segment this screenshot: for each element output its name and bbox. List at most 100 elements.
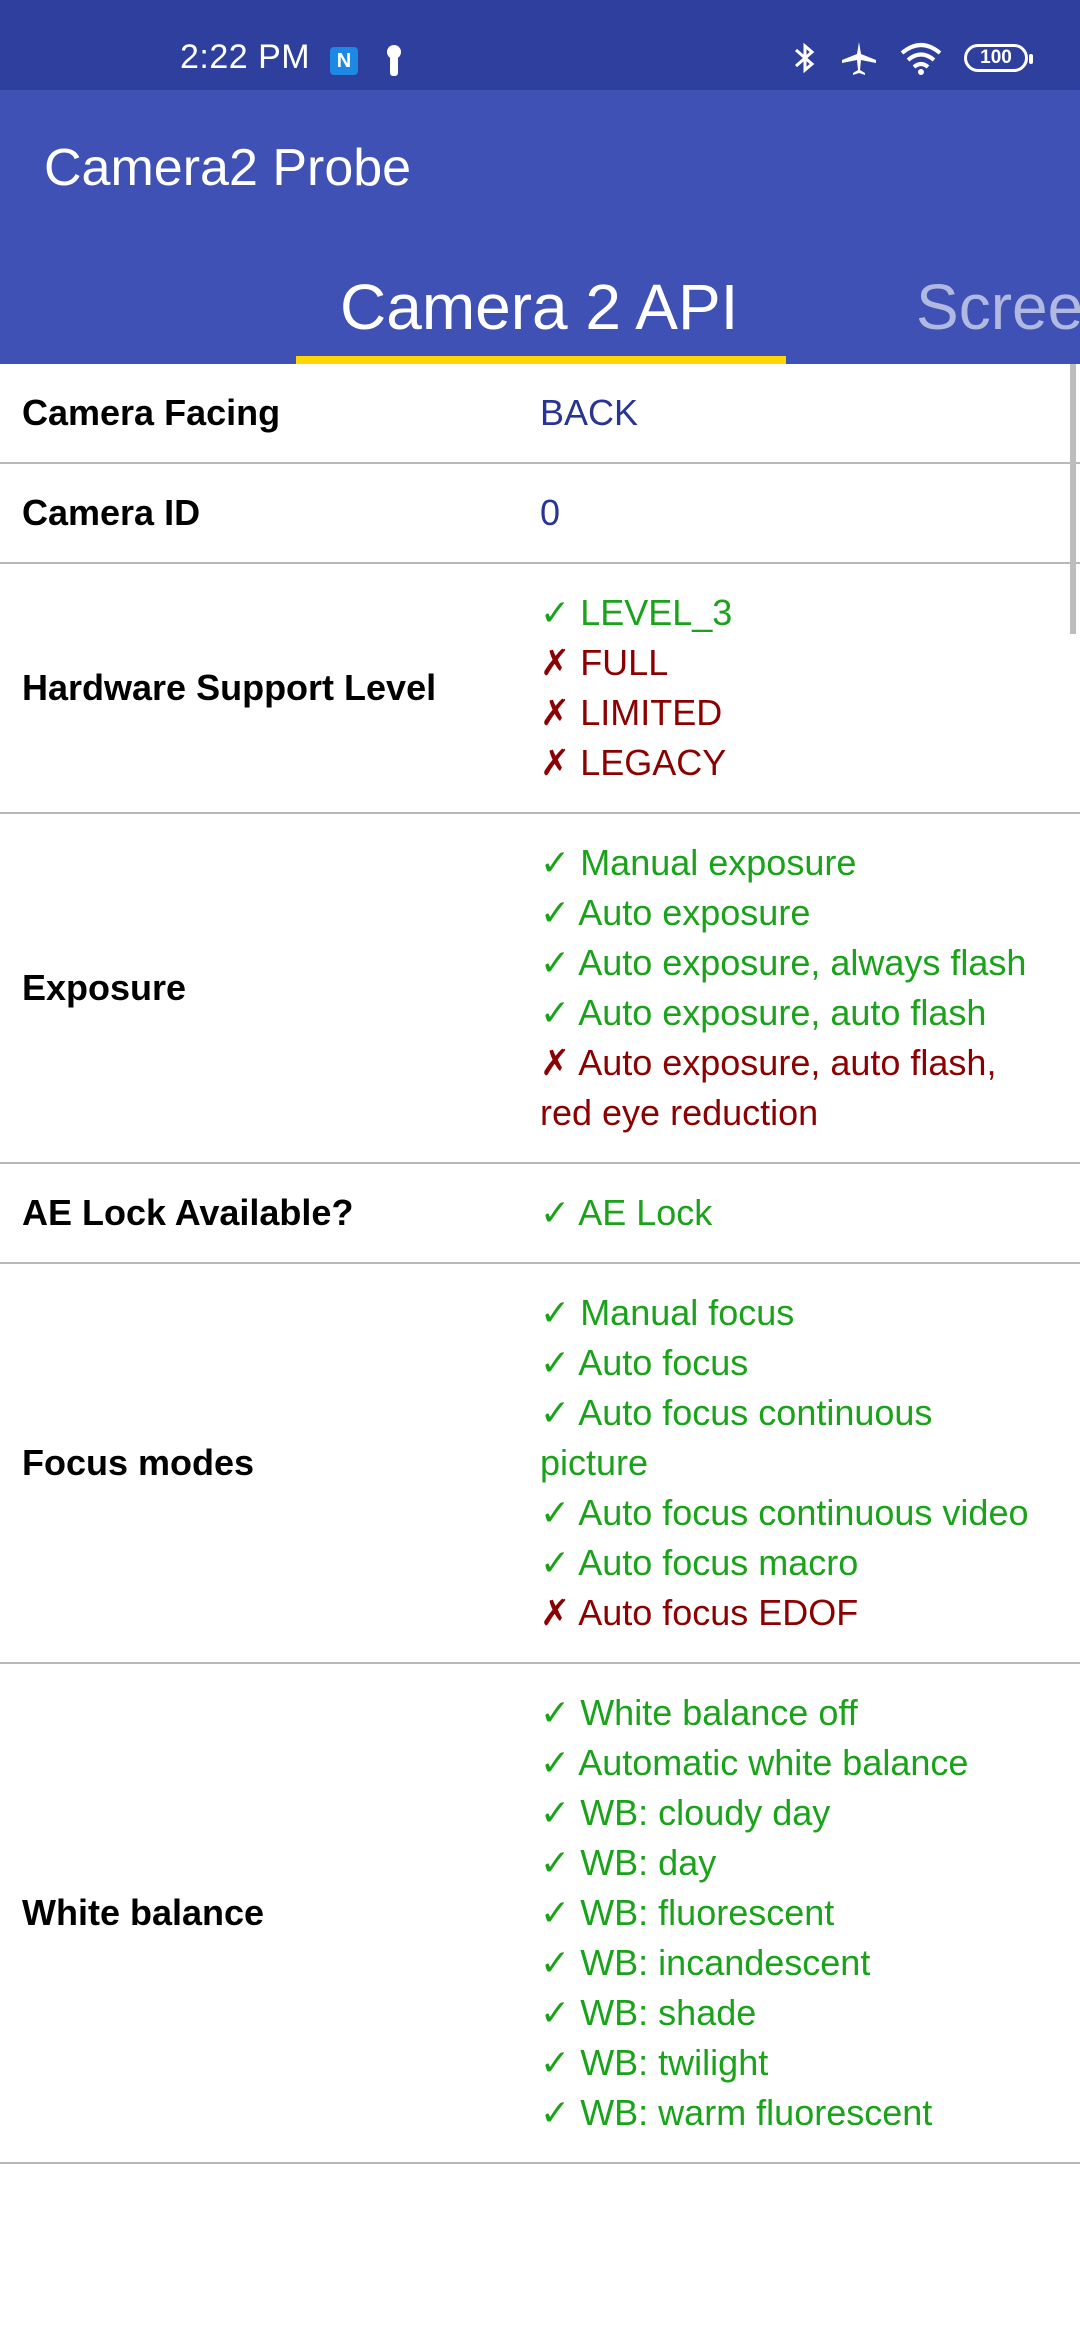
supported-option: ✓ WB: warm fluorescent: [540, 2088, 1060, 2138]
supported-option: ✓ LEVEL_3: [540, 588, 1060, 638]
check-icon: ✓: [540, 942, 571, 983]
unsupported-option: ✗ FULL: [540, 638, 1060, 688]
row-values: ✓ LEVEL_3 ✗ FULL ✗ LIMITED ✗ LEGACY: [540, 588, 1060, 788]
supported-option: ✓ Manual exposure: [540, 838, 1060, 888]
row-exposure: Exposure ✓ Manual exposure ✓ Auto exposu…: [0, 814, 1080, 1164]
supported-option: ✓ Auto exposure: [540, 888, 1060, 938]
option-text: Manual focus: [580, 1292, 795, 1333]
option-text: Auto focus macro: [578, 1542, 859, 1583]
row-label: White balance: [22, 1892, 265, 1933]
supported-option: ✓ Auto focus continuous picture: [540, 1388, 1060, 1488]
cross-icon: ✗: [540, 1592, 571, 1633]
row-label: Exposure: [22, 967, 187, 1008]
supported-option: ✓ WB: twilight: [540, 2038, 1060, 2088]
check-icon: ✓: [540, 1792, 571, 1833]
row-values: ✓ Manual exposure ✓ Auto exposure ✓ Auto…: [540, 838, 1060, 1138]
row-values: ✓ AE Lock: [540, 1188, 1060, 1238]
supported-option: ✓ Auto focus: [540, 1338, 1060, 1388]
tab-indicator: [296, 356, 786, 364]
check-icon: ✓: [540, 1492, 571, 1533]
status-time: 2:22 PM: [180, 38, 311, 76]
scrollbar[interactable]: [1070, 364, 1076, 634]
option-text: Manual exposure: [580, 842, 857, 883]
check-icon: ✓: [540, 992, 571, 1033]
option-text: FULL: [580, 642, 669, 683]
value-text: BACK: [540, 392, 639, 433]
row-camera-id: Camera ID 0: [0, 464, 1080, 564]
row-label: Focus modes: [22, 1442, 255, 1483]
option-text: Auto focus: [578, 1342, 749, 1383]
option-text: White balance off: [580, 1692, 858, 1733]
check-icon: ✓: [540, 592, 571, 633]
option-text: LIMITED: [580, 692, 723, 733]
check-icon: ✓: [540, 1992, 571, 2033]
row-values: ✓ White balance off ✓ Automatic white ba…: [540, 1688, 1060, 2138]
option-text: AE Lock: [578, 1192, 713, 1233]
row-camera-facing: Camera Facing BACK: [0, 364, 1080, 464]
row-values: ✓ Manual focus ✓ Auto focus ✓ Auto focus…: [540, 1288, 1060, 1638]
supported-option: ✓ Automatic white balance: [540, 1738, 1060, 1788]
option-text: Auto focus continuous picture: [540, 1392, 933, 1483]
check-icon: ✓: [540, 892, 571, 933]
tab-bar: Camera 2 API Scree: [0, 242, 1080, 364]
unsupported-option: ✗ Auto exposure, auto flash, red eye red…: [540, 1038, 1060, 1138]
unsupported-option: ✗ Auto focus EDOF: [540, 1588, 1060, 1638]
supported-option: ✓ WB: day: [540, 1838, 1060, 1888]
option-text: Automatic white balance: [578, 1742, 969, 1783]
option-text: WB: shade: [580, 1992, 757, 2033]
check-icon: ✓: [540, 842, 571, 883]
supported-option: ✓ Auto focus continuous video: [540, 1488, 1060, 1538]
option-text: Auto exposure: [578, 892, 811, 933]
key-icon: [387, 45, 401, 76]
supported-option: ✓ Auto exposure, auto flash: [540, 988, 1060, 1038]
option-text: LEGACY: [580, 742, 727, 783]
check-icon: ✓: [540, 1692, 571, 1733]
supported-option: ✓ WB: shade: [540, 1988, 1060, 2038]
row-hardware-support-level: Hardware Support Level ✓ LEVEL_3 ✗ FULL …: [0, 564, 1080, 814]
option-text: WB: warm fluorescent: [580, 2092, 933, 2133]
option-text: WB: fluorescent: [580, 1892, 835, 1933]
supported-option: ✓ WB: incandescent: [540, 1938, 1060, 1988]
check-icon: ✓: [540, 1342, 571, 1383]
check-icon: ✓: [540, 1292, 571, 1333]
cross-icon: ✗: [540, 1042, 571, 1083]
wifi-icon: [900, 43, 942, 75]
supported-option: ✓ Manual focus: [540, 1288, 1060, 1338]
cross-icon: ✗: [540, 692, 571, 733]
option-text: WB: day: [580, 1842, 717, 1883]
option-text: WB: incandescent: [580, 1942, 871, 1983]
tab-camera2-api[interactable]: Camera 2 API: [340, 271, 739, 343]
properties-list[interactable]: Camera Facing BACK Camera ID 0 Hardware …: [0, 364, 1080, 2340]
row-label: AE Lock Available?: [22, 1192, 354, 1233]
status-bar: 2:22 PM N 100: [0, 0, 1080, 90]
cross-icon: ✗: [540, 742, 571, 783]
value-text: 0: [540, 492, 561, 533]
check-icon: ✓: [540, 1942, 571, 1983]
cross-icon: ✗: [540, 642, 571, 683]
n-app-icon: N: [330, 47, 358, 75]
option-text: WB: twilight: [580, 2042, 769, 2083]
option-text: Auto exposure, always flash: [578, 942, 1027, 983]
option-text: Auto focus EDOF: [578, 1592, 859, 1633]
option-text: Auto exposure, auto flash, red eye reduc…: [540, 1042, 997, 1133]
check-icon: ✓: [540, 2042, 571, 2083]
option-text: Auto exposure, auto flash: [578, 992, 987, 1033]
airplane-icon: [842, 42, 876, 75]
row-values: BACK: [540, 388, 1060, 438]
app-bar: Camera2 Probe: [0, 90, 1080, 242]
row-values: 0: [540, 488, 1060, 538]
check-icon: ✓: [540, 1742, 571, 1783]
check-icon: ✓: [540, 1192, 571, 1233]
check-icon: ✓: [540, 1842, 571, 1883]
supported-option: ✓ Auto focus macro: [540, 1538, 1060, 1588]
row-white-balance: White balance ✓ White balance off ✓ Auto…: [0, 1664, 1080, 2164]
check-icon: ✓: [540, 1892, 571, 1933]
row-ae-lock: AE Lock Available? ✓ AE Lock: [0, 1164, 1080, 1264]
bluetooth-icon: [795, 42, 815, 74]
row-label: Camera ID: [22, 492, 201, 533]
option-text: Auto focus continuous video: [578, 1492, 1029, 1533]
tab-screen[interactable]: Scree: [916, 271, 1080, 343]
check-icon: ✓: [540, 2092, 571, 2133]
check-icon: ✓: [540, 1542, 571, 1583]
status-icons: 100: [792, 40, 1033, 76]
